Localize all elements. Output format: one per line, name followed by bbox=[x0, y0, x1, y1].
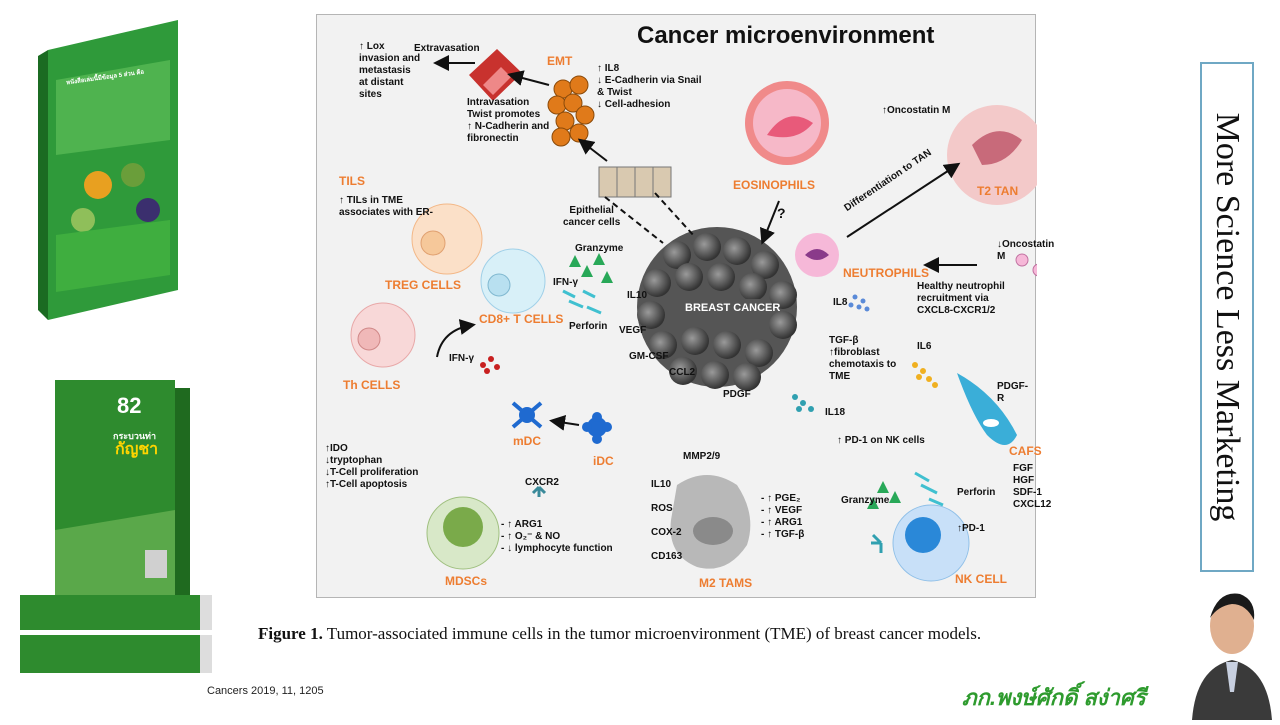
label-t2-tan: T2 TAN bbox=[977, 184, 1019, 198]
label-idc: iDC bbox=[593, 454, 614, 468]
label-treg: TREG CELLS bbox=[385, 278, 462, 292]
label-m2-left: IL10 ROS COX-2 CD163 bbox=[651, 479, 683, 562]
label-m2-right: - ↑ PGE₂ - ↑ VEGF - ↑ ARG1 - ↑ TGF-β bbox=[761, 493, 805, 540]
slogan-text: More Science Less Marketing bbox=[1209, 112, 1246, 522]
il6-particles bbox=[912, 362, 938, 388]
label-pd1-nk: ↑ PD-1 on NK cells bbox=[837, 435, 925, 446]
label-intravasation: Intravasation Twist promotes ↑ N-Cadheri… bbox=[467, 97, 550, 144]
label-il8: IL8 bbox=[833, 297, 848, 308]
label-cafs: CAFS bbox=[1009, 444, 1042, 458]
label-cafs-factors: FGF HGF SDF-1 CXCL12 bbox=[1013, 463, 1052, 510]
caf-cell bbox=[957, 373, 1017, 445]
figure-caption-text: Tumor-associated immune cells in the tum… bbox=[322, 624, 982, 643]
book-stack bbox=[15, 590, 215, 680]
epithelial-cells bbox=[598, 166, 672, 198]
book-cover-1: หนังสือเล่มนี้มีข้อมูล 5 ส่วน คือ bbox=[38, 20, 188, 320]
arrows bbox=[433, 55, 977, 431]
il8-particles bbox=[848, 294, 870, 312]
label-ido: ↑IDO ↓tryptophan ↓T-Cell proliferation ↑… bbox=[325, 443, 419, 490]
label-tils: TILS bbox=[339, 174, 365, 188]
label-il18: IL18 bbox=[825, 407, 846, 418]
label-cxcr2: CXCR2 bbox=[525, 477, 559, 488]
perforin-particles-1 bbox=[562, 289, 602, 315]
slogan-box: More Science Less Marketing bbox=[1200, 62, 1254, 572]
healthy-neutrophils bbox=[1015, 253, 1037, 277]
label-ccl2: CCL2 bbox=[669, 367, 696, 378]
label-eosinophils: EOSINOPHILS bbox=[733, 178, 816, 192]
label-oncostatin-down: ↓Oncostatin M bbox=[997, 239, 1055, 262]
label-tgfb: TGF-β ↑fibroblast chemotaxis to TME bbox=[829, 335, 897, 382]
label-emt-effects: ↑ IL8 ↓ E-Cadherin via Snail & Twist ↓ C… bbox=[597, 63, 702, 110]
label-granzyme-1: Granzyme bbox=[575, 243, 624, 254]
label-neutrophils: NEUTROPHILS bbox=[843, 266, 930, 280]
book2-subtitle: กระบวนท่า bbox=[113, 431, 157, 441]
label-perforin-1: Perforin bbox=[569, 321, 608, 332]
label-il6: IL6 bbox=[917, 341, 932, 352]
label-mdc: mDC bbox=[513, 434, 542, 448]
book2-number: 82 bbox=[117, 393, 142, 418]
label-cd8: CD8+ T CELLS bbox=[479, 312, 564, 326]
label-question: ? bbox=[777, 205, 786, 221]
label-vegf-a: VEGF bbox=[619, 325, 647, 336]
label-pdgfr: PDGF-R bbox=[997, 381, 1029, 404]
label-mdsc-effects: - ↑ ARG1 - ↑ O₂⁻ & NO - ↓ lymphocyte fun… bbox=[501, 519, 613, 554]
label-ifng-2: IFN-γ bbox=[449, 353, 474, 364]
label-gmcsf: GM-CSF bbox=[629, 351, 669, 362]
label-ifng-1: IFN-γ bbox=[553, 277, 578, 288]
book2-title: กัญชา bbox=[115, 441, 159, 458]
ifng-particles bbox=[480, 356, 500, 374]
author-photo bbox=[1188, 582, 1276, 720]
label-pdgf: PDGF bbox=[723, 389, 751, 400]
label-perforin-2: Perforin bbox=[957, 487, 996, 498]
cancer-microenvironment-diagram: Cancer microenvironment ↑ Lox invasion a… bbox=[316, 14, 1054, 598]
figure-caption-prefix: Figure 1. bbox=[258, 624, 323, 643]
label-m2-tams: M2 TAMS bbox=[699, 576, 753, 590]
il18-particles bbox=[792, 394, 814, 412]
label-th: Th CELLS bbox=[343, 378, 401, 392]
label-mmp: MMP2/9 bbox=[683, 451, 721, 462]
dashed-links bbox=[604, 192, 696, 244]
mdc-cell bbox=[511, 401, 543, 429]
granzyme-particles-1 bbox=[569, 253, 613, 283]
book-cover-2: 82 กระบวนท่า กัญชา bbox=[55, 380, 190, 610]
blood-vessel bbox=[469, 49, 522, 101]
diagram-title: Cancer microenvironment bbox=[637, 22, 935, 49]
granzyme-particles-2 bbox=[867, 481, 901, 509]
label-lox: ↑ Lox invasion and metastasis at distant… bbox=[359, 41, 421, 100]
label-emt: EMT bbox=[547, 54, 573, 68]
label-il10-a: IL10 bbox=[627, 290, 648, 301]
label-breast-cancer: BREAST CANCER bbox=[685, 302, 781, 314]
label-epithelial: Epithelial cancer cells bbox=[563, 205, 621, 228]
label-mdscs: MDSCs bbox=[445, 574, 488, 588]
emt-cells bbox=[547, 75, 595, 147]
treg-cell bbox=[411, 203, 483, 275]
label-healthy-neutrophil: Healthy neutrophil recruitment via CXCL8… bbox=[917, 281, 1005, 316]
label-oncostatin-up: ↑Oncostatin M bbox=[882, 105, 951, 116]
label-nk-cell: NK CELL bbox=[955, 572, 1007, 586]
label-pd1: ↑PD-1 bbox=[957, 523, 985, 534]
th-cell bbox=[350, 302, 416, 368]
idc-cell bbox=[582, 412, 612, 444]
author-name: ภก.พงษ์ศักดิ์ สง่าศรี bbox=[962, 685, 1146, 710]
figure-caption: Figure 1. Tumor-associated immune cells … bbox=[258, 624, 981, 644]
label-granzyme-2: Granzyme bbox=[841, 495, 890, 506]
label-extravasation: Extravasation bbox=[414, 43, 480, 54]
cd8-t-cell bbox=[480, 248, 546, 314]
citation: Cancers 2019, 11, 1205 bbox=[207, 685, 324, 697]
perforin-particles-2 bbox=[914, 471, 944, 507]
breast-cancer-tumor bbox=[637, 227, 797, 391]
label-tils-desc: ↑ TILs in TME associates with ER- bbox=[339, 195, 433, 218]
